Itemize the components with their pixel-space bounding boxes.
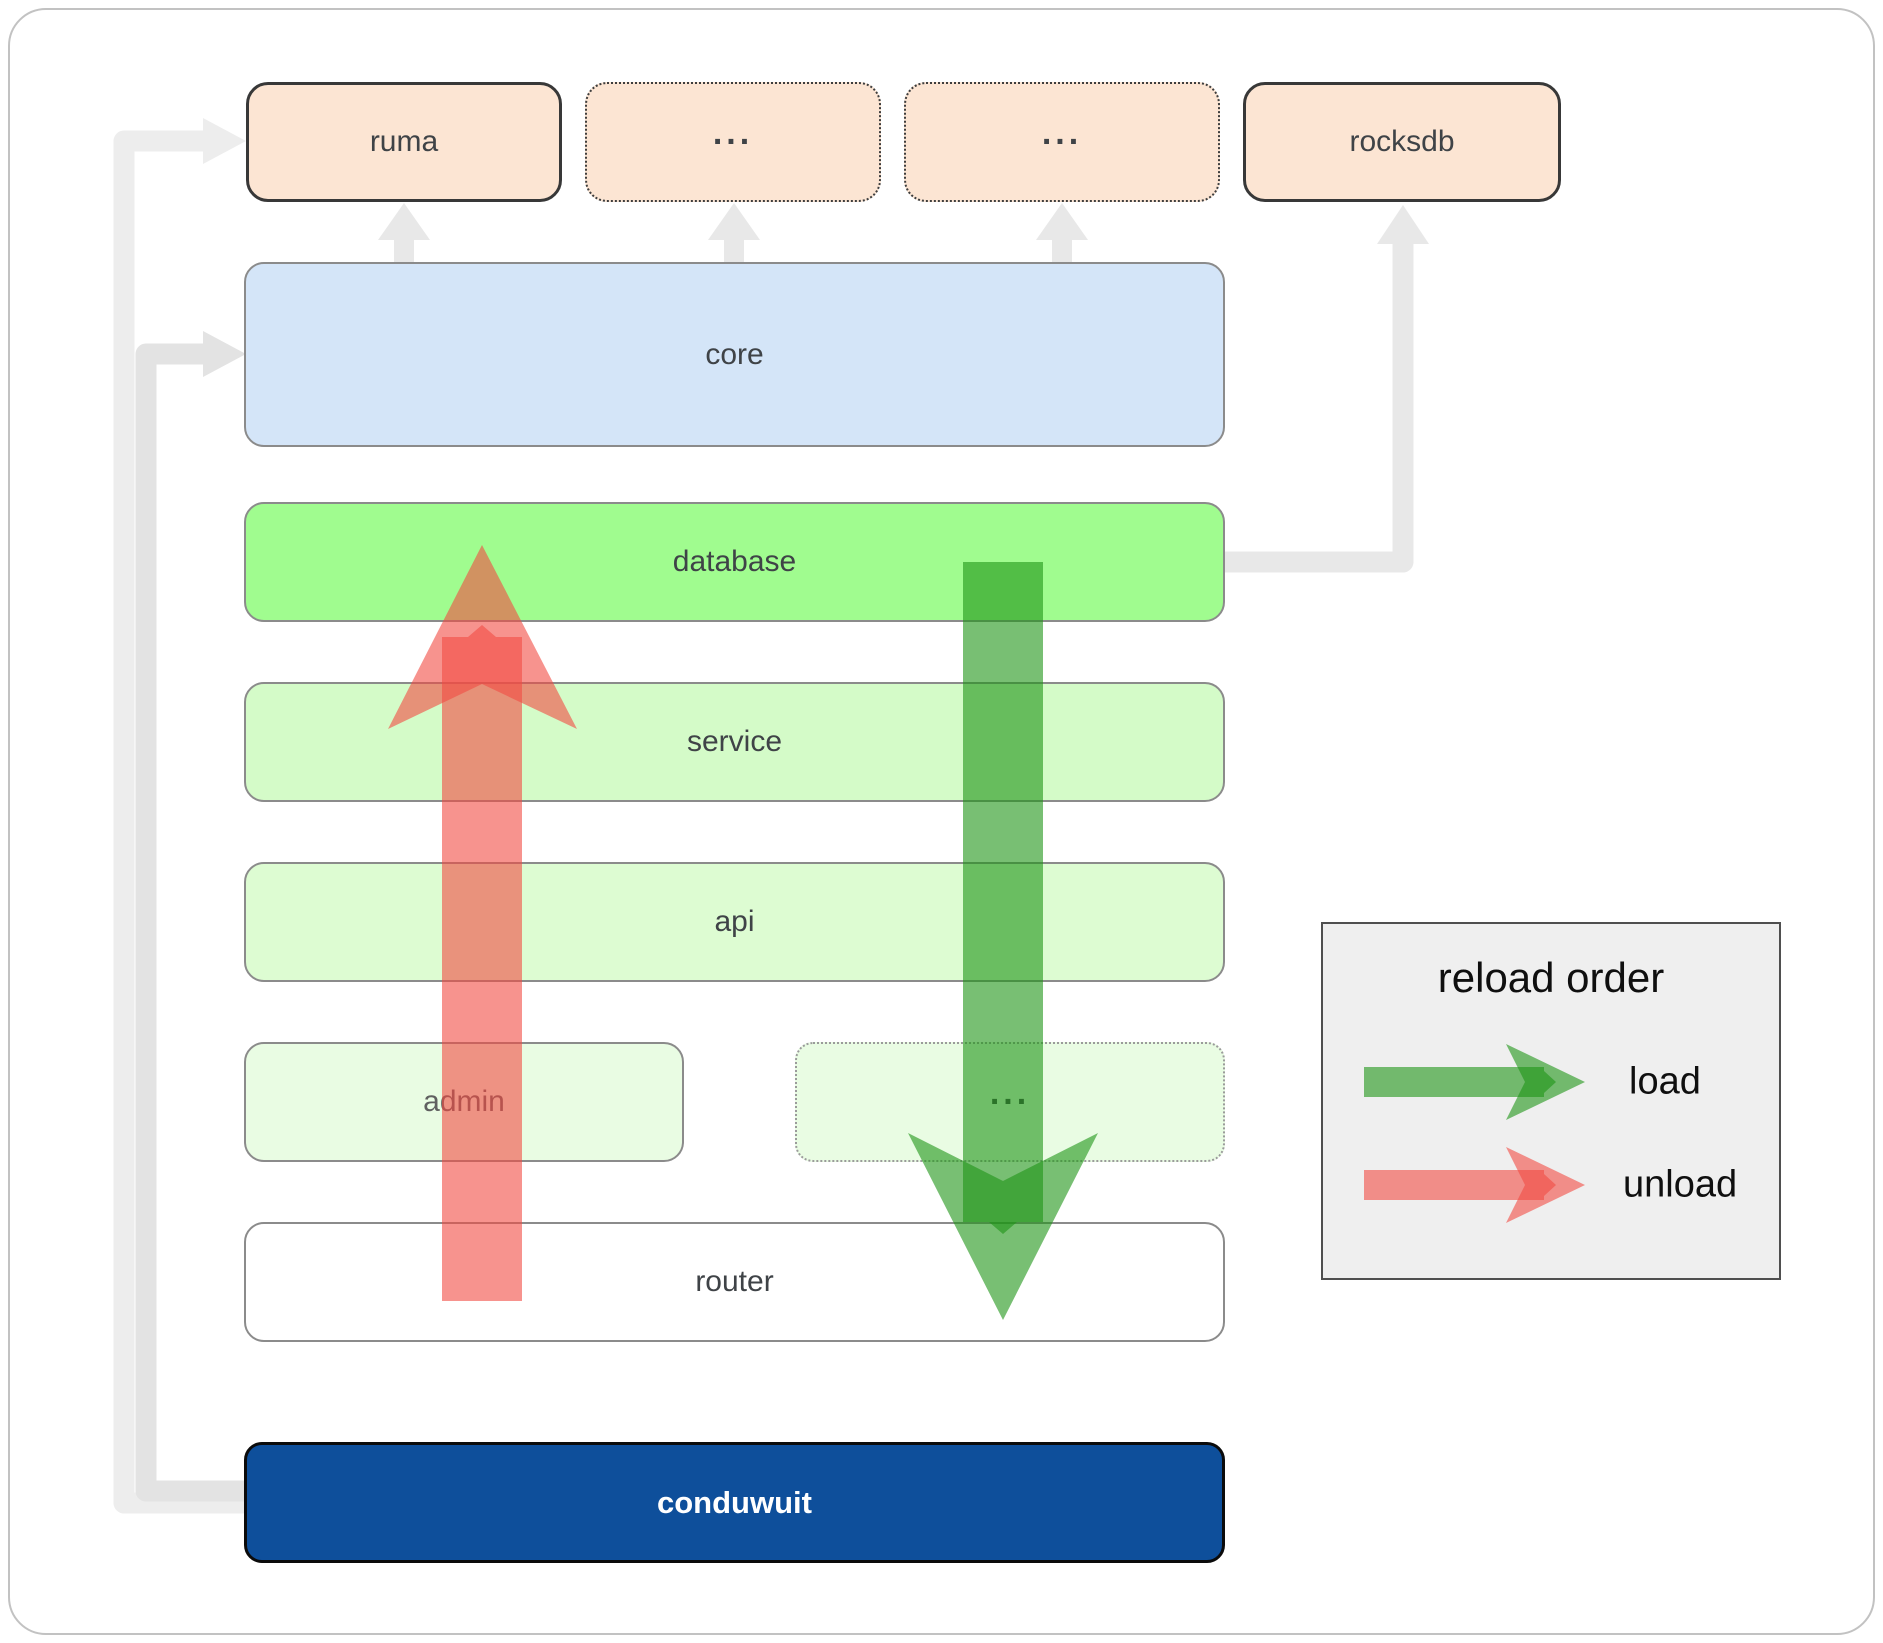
outer-border	[8, 8, 1875, 1635]
box-api: api	[244, 862, 1225, 982]
box-core-label: core	[705, 337, 764, 371]
box-router-label: router	[695, 1265, 774, 1298]
legend-unload-label: unload	[1623, 1163, 1738, 1206]
box-database: database	[244, 502, 1225, 622]
legend-unload-arrow-shaft	[1364, 1170, 1556, 1200]
box-conduwuit-label: conduwuit	[657, 1484, 812, 1520]
box-api-label: api	[714, 905, 755, 938]
box-ellipsis-b: ...	[904, 82, 1220, 202]
box-ellipsis-b-label: ...	[1041, 113, 1083, 152]
box-ellipsis-a-label: ...	[712, 113, 754, 152]
box-admin: admin	[244, 1042, 684, 1162]
box-ellipsis-c-label: ...	[989, 1073, 1031, 1112]
legend-load-arrow-icon	[1364, 1044, 1585, 1120]
box-database-label: database	[672, 545, 797, 578]
box-rocksdb: rocksdb	[1243, 82, 1561, 202]
box-service-label: service	[686, 725, 783, 758]
box-ellipsis-c: ...	[795, 1042, 1225, 1162]
legend-load-arrow-shaft	[1364, 1067, 1556, 1097]
box-admin-label: admin	[423, 1085, 505, 1118]
box-ruma: ruma	[246, 82, 562, 202]
box-service: service	[244, 682, 1225, 802]
box-conduwuit: conduwuit	[244, 1442, 1225, 1563]
legend-reload-order: reload order load unload	[1321, 922, 1781, 1280]
legend-title: reload order	[1437, 954, 1665, 1001]
legend-unload-arrow-head	[1506, 1147, 1585, 1223]
box-ruma-label: ruma	[369, 125, 439, 158]
legend-load-arrow-head	[1506, 1044, 1585, 1120]
box-router: router	[244, 1222, 1225, 1342]
legend-load-label: load	[1629, 1060, 1701, 1103]
box-core: core	[244, 262, 1225, 447]
box-ellipsis-a: ...	[585, 82, 881, 202]
legend-unload-arrow-icon	[1364, 1147, 1585, 1223]
box-rocksdb-label: rocksdb	[1349, 125, 1455, 158]
